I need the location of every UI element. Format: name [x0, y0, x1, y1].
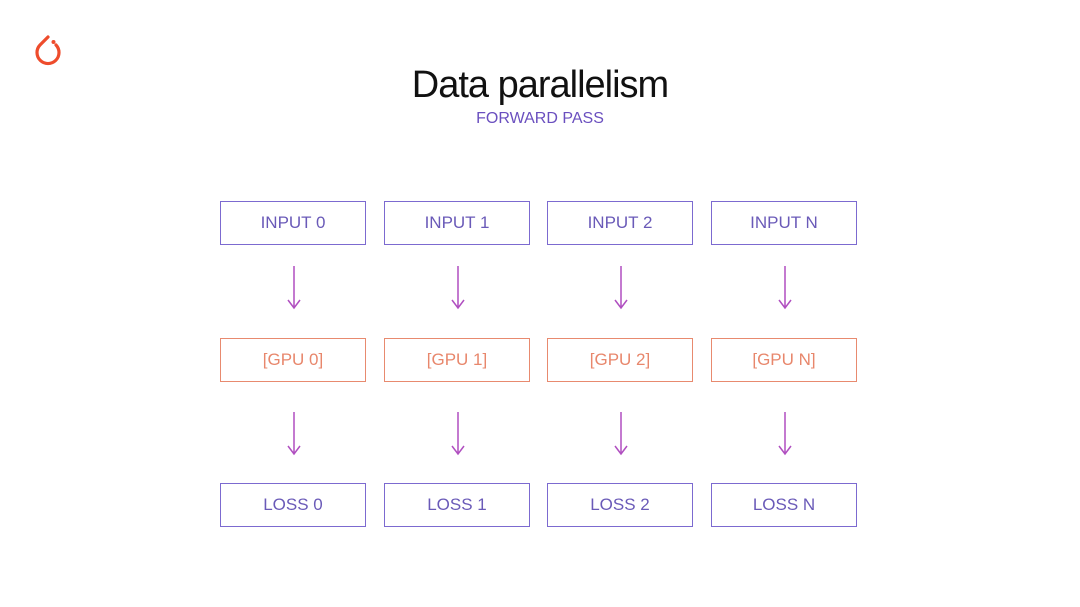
arrow-down-icon — [778, 412, 792, 456]
arrow-down-icon — [451, 412, 465, 456]
page-subtitle: FORWARD PASS — [476, 110, 604, 127]
loss-box-0: LOSS 0 — [220, 483, 366, 527]
arrow-down-icon — [778, 266, 792, 310]
input-box-2: INPUT 2 — [547, 201, 693, 245]
gpu-box-2: [GPU 2] — [547, 338, 693, 382]
arrow-down-icon — [451, 266, 465, 310]
arrow-down-icon — [287, 412, 301, 456]
input-box-n: INPUT N — [711, 201, 857, 245]
loss-box-1: LOSS 1 — [384, 483, 530, 527]
input-box-1: INPUT 1 — [384, 201, 530, 245]
arrow-down-icon — [614, 412, 628, 456]
gpu-box-n: [GPU N] — [711, 338, 857, 382]
gpu-box-0: [GPU 0] — [220, 338, 366, 382]
pytorch-logo-icon — [35, 35, 61, 66]
loss-box-n: LOSS N — [711, 483, 857, 527]
loss-box-2: LOSS 2 — [547, 483, 693, 527]
input-box-0: INPUT 0 — [220, 201, 366, 245]
page-title: Data parallelism — [411, 64, 669, 106]
arrow-down-icon — [287, 266, 301, 310]
arrow-down-icon — [614, 266, 628, 310]
gpu-box-1: [GPU 1] — [384, 338, 530, 382]
